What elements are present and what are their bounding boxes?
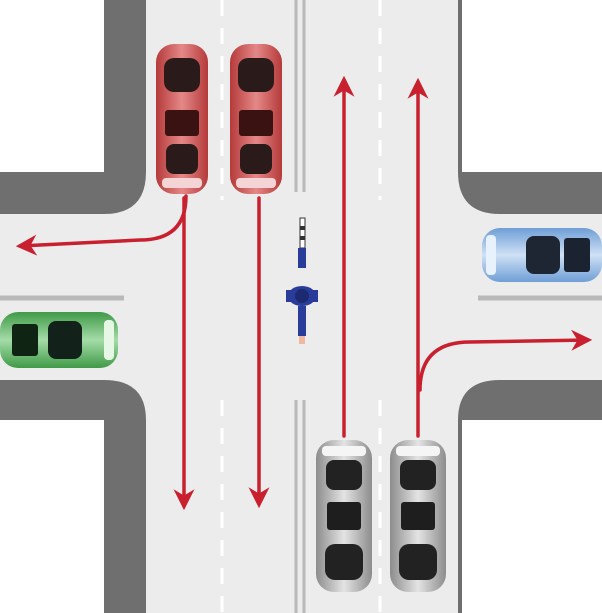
vehicle-blue-car [482, 228, 602, 282]
arrow-right-turn-east [418, 329, 593, 392]
vehicle-red-car-right [230, 44, 282, 194]
vehicle-red-car-left [156, 44, 208, 194]
vehicle-silver-car-right [390, 440, 446, 592]
movement-arrows [15, 75, 593, 511]
traffic-officer [286, 217, 318, 344]
vehicle-green-car [0, 312, 118, 368]
vehicle-silver-car-left [316, 440, 372, 592]
